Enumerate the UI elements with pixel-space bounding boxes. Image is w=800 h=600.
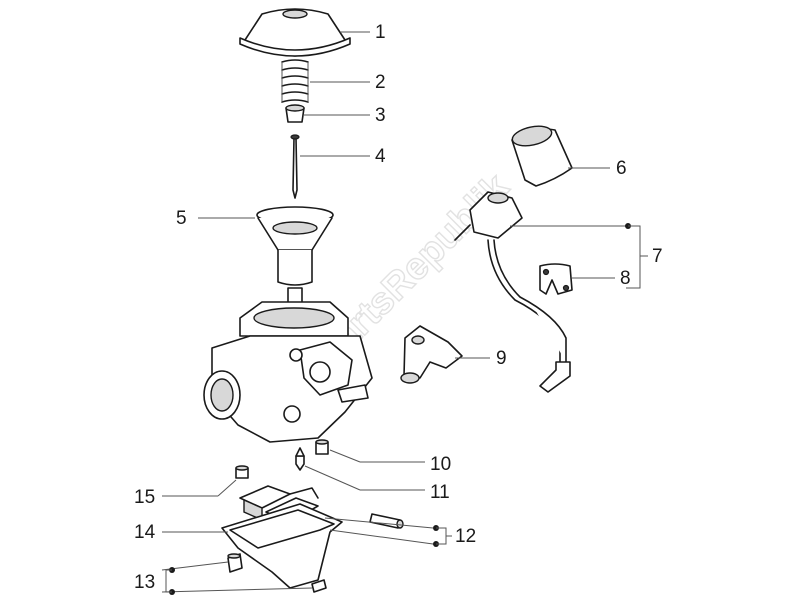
- leader-lines: [161, 31, 628, 593]
- part-needle: [290, 134, 300, 199]
- part-float-pin: [369, 513, 404, 529]
- part-spring: [281, 59, 309, 103]
- part-small-jet: [235, 465, 249, 479]
- part-cover-sleeve: [511, 125, 573, 187]
- callout-13: 13: [134, 572, 155, 593]
- callout-14: 14: [134, 522, 156, 543]
- part-carburetor-body: [203, 287, 373, 443]
- callout-12: 12: [455, 526, 476, 547]
- callout-10: 10: [430, 454, 451, 475]
- part-choke-cable: [454, 191, 571, 393]
- part-valve-sensor: [400, 325, 463, 384]
- part-clip: [539, 263, 573, 295]
- callout-3: 3: [375, 105, 386, 126]
- callout-5: 5: [176, 208, 187, 229]
- callout-labels: 1 2 3 4 5 6 7 8 9 10 11 12 13 14 15: [134, 22, 663, 593]
- callout-15: 15: [134, 487, 155, 508]
- callout-brackets: [165, 223, 648, 595]
- callout-4: 4: [375, 146, 386, 167]
- callout-8: 8: [620, 268, 631, 289]
- part-float-needle: [295, 447, 305, 471]
- part-retainer: [285, 104, 305, 123]
- callout-6: 6: [616, 158, 627, 179]
- callout-9: 9: [496, 348, 507, 369]
- callout-7: 7: [652, 246, 663, 267]
- part-cap: [239, 8, 351, 57]
- part-screws: [227, 553, 327, 593]
- part-diaphragm-slide: [256, 206, 334, 286]
- part-jet: [315, 439, 329, 455]
- callout-2: 2: [375, 72, 386, 93]
- callout-11: 11: [430, 482, 450, 503]
- callout-1: 1: [375, 22, 386, 43]
- part-float-bowl: [221, 503, 343, 589]
